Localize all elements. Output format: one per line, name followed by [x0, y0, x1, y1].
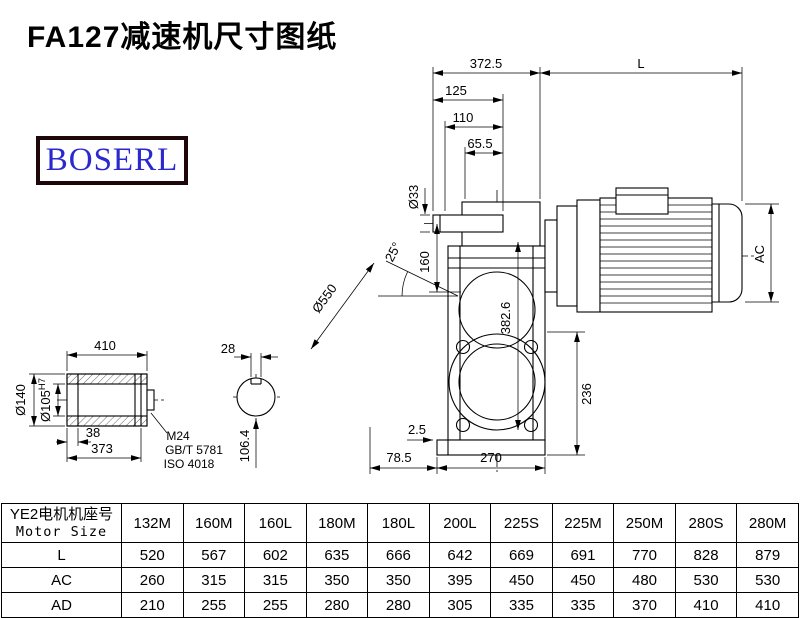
- label-M24: M24: [166, 429, 190, 443]
- hollow-shaft-detail: [66, 373, 155, 427]
- frame-size-column-header: 132M: [121, 503, 184, 543]
- dim-dia33: Ø33: [406, 185, 421, 210]
- bolt-hole: [523, 339, 539, 355]
- dim-372-5: 372.5: [470, 56, 503, 71]
- dimension-value: 350: [305, 567, 369, 593]
- dim-2-5-text: 2.5: [408, 422, 426, 437]
- gearbox-housing: [432, 201, 546, 456]
- frame-size-column-header: 160M: [182, 503, 246, 543]
- dim-shaft-dia: Ø33: [406, 185, 430, 233]
- dim-dia105H7: Ø105H7: [37, 378, 53, 422]
- fan-cover: [711, 203, 743, 303]
- shaft-detail-dims: 410 Ø140 Ø105H7 38 373 M24 GB/T 5781 ISO…: [13, 338, 223, 471]
- dim-78-5: 78.5: [386, 450, 411, 465]
- dimension-value: 335: [551, 592, 615, 618]
- dimension-value: 260: [121, 567, 184, 593]
- frame-size-column-header: 280M: [736, 503, 799, 543]
- motor-fins: [600, 204, 712, 304]
- dimension-value: 635: [305, 542, 369, 568]
- dimension-value: 480: [613, 567, 676, 593]
- motor-bell: [576, 199, 601, 313]
- dimension-value: 450: [551, 567, 615, 593]
- frame-size-column-header: 250M: [613, 503, 676, 543]
- dim-160-text: 160: [417, 251, 432, 273]
- bolt-hole: [455, 417, 471, 433]
- boserl-logo: BOSERL: [36, 136, 188, 185]
- dim-dia550-text: Ø550: [309, 281, 340, 316]
- bolt-hole: [523, 417, 539, 433]
- dim-160: 160: [417, 224, 461, 293]
- dim-dia140: Ø140: [13, 384, 28, 416]
- dimension-value: 602: [244, 542, 307, 568]
- dimension-value: 350: [367, 567, 430, 593]
- dimension-value: 530: [674, 567, 738, 593]
- row-label: AC: [1, 567, 122, 593]
- dims-bottom: 78.5 270: [369, 427, 546, 474]
- dimension-value: 520: [121, 542, 184, 568]
- frame-size-column-header: 160L: [244, 503, 307, 543]
- shaft-end-view: [236, 377, 276, 417]
- dim-410: 410: [94, 338, 116, 353]
- end-view-dims: 28 106.4: [221, 341, 278, 468]
- dim-373: 373: [91, 441, 113, 456]
- boserl-logo-text: BOSERL: [45, 142, 179, 178]
- dimension-value: 315: [244, 567, 307, 593]
- dimension-value: 567: [182, 542, 246, 568]
- dim-L: L: [637, 56, 644, 71]
- technical-drawing: 372.5 L 125 110 65.5 Ø33 160 25° Ø550 38…: [13, 56, 779, 474]
- frame-size-column-header: 180L: [367, 503, 430, 543]
- frame-size-column-header: 225M: [551, 503, 615, 543]
- dimension-value: 879: [736, 542, 799, 568]
- dim-106-4: 106.4: [237, 430, 252, 463]
- dim-382-6: 382.6: [498, 242, 521, 430]
- label-GB-5781: GB/T 5781: [165, 443, 223, 457]
- dim-2-5: 2.5: [407, 422, 433, 443]
- dim-382-6-text: 382.6: [498, 302, 513, 335]
- dimension-value: 666: [367, 542, 430, 568]
- terminal-box: [615, 187, 669, 215]
- motor: [544, 187, 743, 313]
- dims-top: 372.5 L 125 110 65.5: [432, 56, 743, 211]
- frame-size-column-header: 200L: [428, 503, 492, 543]
- dimension-value: 450: [490, 567, 553, 593]
- dimension-value: 395: [428, 567, 492, 593]
- dim-28: 28: [221, 341, 235, 356]
- dim-236: 236: [547, 331, 594, 456]
- dim-236-text: 236: [579, 383, 594, 405]
- frame-size-column-header: 180M: [305, 503, 369, 543]
- frame-size-column-header: 225S: [490, 503, 553, 543]
- dimension-value: 691: [551, 542, 615, 568]
- dim-65-5: 65.5: [467, 136, 492, 151]
- motor-size-header-cn: YE2电机机座号: [9, 505, 114, 523]
- dim-270: 270: [480, 450, 502, 465]
- dim-dia550: Ø550: [309, 262, 375, 350]
- page-title: FA127减速机尺寸图纸: [27, 21, 338, 54]
- dim-25deg: 25°: [382, 240, 404, 264]
- bolt-hole: [455, 339, 471, 355]
- dimension-value: 828: [674, 542, 738, 568]
- dim-AC: AC: [745, 203, 779, 303]
- output-shaft: [432, 214, 504, 233]
- dimension-value: 642: [428, 542, 492, 568]
- dim-38: 38: [86, 425, 100, 440]
- dim-125: 125: [445, 83, 467, 98]
- dim-AC-text: AC: [752, 245, 767, 263]
- dim-110: 110: [453, 110, 474, 125]
- frame-size-column-header: 280S: [674, 503, 738, 543]
- dimension-value: 669: [490, 542, 553, 568]
- row-label: L: [1, 542, 122, 568]
- label-ISO-4018: ISO 4018: [164, 457, 215, 471]
- shaft-end-stub: [146, 389, 155, 411]
- dimension-value: 315: [182, 567, 246, 593]
- motor-size-header-en: Motor Size: [15, 523, 108, 540]
- dimension-value: 530: [736, 567, 799, 593]
- dimension-value: 770: [613, 542, 676, 568]
- motor-body: [599, 197, 713, 313]
